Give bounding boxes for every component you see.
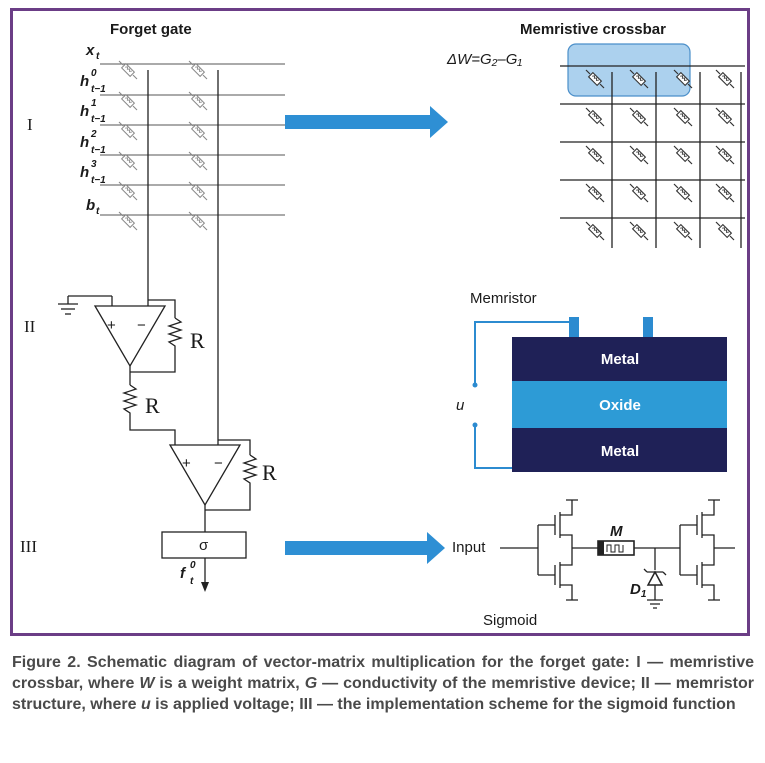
output-label-f: f 0 t	[180, 560, 196, 587]
resistor-label-1: R	[190, 328, 205, 353]
metal-bottom-label: Metal	[601, 443, 639, 460]
resistor-label-2: R	[145, 393, 160, 418]
arrow-to-crossbar	[285, 106, 448, 138]
svg-text:h: h	[80, 73, 89, 90]
sigma-label: σ	[199, 537, 209, 554]
svg-text:h: h	[80, 103, 89, 120]
caption-g: G	[304, 675, 318, 692]
caption-u: u	[140, 696, 151, 713]
oxide-layer	[512, 381, 727, 428]
input-label-h3: h 3 t−1	[80, 159, 106, 186]
metal-top-label: Metal	[601, 351, 639, 368]
svg-text:f: f	[180, 565, 187, 582]
svg-text:1: 1	[91, 98, 97, 109]
svg-text:+: +	[182, 455, 191, 472]
svg-text:−: −	[214, 455, 223, 472]
crossbar-title: Memristive crossbar	[520, 21, 666, 38]
svg-text:0: 0	[91, 68, 97, 79]
op-amp-1: + − R R	[58, 295, 205, 445]
svg-text:t−1: t−1	[91, 84, 106, 95]
arrow-to-sigmoid	[285, 532, 445, 564]
caption-w: W	[139, 675, 155, 692]
svg-text:t−1: t−1	[91, 145, 106, 156]
gate-column-wires	[147, 70, 219, 445]
svg-text:h: h	[80, 134, 89, 151]
forget-gate-title: Forget gate	[110, 21, 192, 38]
section-1-label: I	[27, 115, 33, 134]
svg-text:h: h	[80, 164, 89, 181]
schematic-diagram: Forget gate Memristive crossbar I II III…	[20, 21, 745, 629]
gate-memristors	[118, 60, 208, 231]
figure-frame	[10, 8, 750, 636]
oxide-label: Oxide	[599, 397, 641, 414]
input-label-h0: h 0 t−1	[80, 68, 106, 95]
svg-text:0: 0	[190, 560, 196, 571]
sigma-box	[161, 531, 247, 559]
svg-text:t: t	[190, 576, 194, 587]
input-labels: x t h 0 t−1 h 1 t−1 h 2 t−1 h 3 t−1 b t	[80, 42, 106, 217]
section-2-label: II	[24, 317, 36, 336]
op-amp-2: + − R	[168, 439, 277, 532]
input-label-h1: h 1 t−1	[80, 98, 106, 125]
section-3-label: III	[20, 537, 37, 556]
mem-m-label: M	[610, 523, 623, 540]
svg-text:x: x	[85, 42, 95, 59]
svg-text:b: b	[86, 197, 95, 214]
memristor-structure: u Metal Oxide Metal	[456, 317, 727, 472]
memristor-title: Memristor	[470, 290, 537, 307]
figure-caption: Figure 2. Schematic diagram of vector-ma…	[12, 654, 754, 713]
voltage-label: u	[456, 397, 465, 414]
svg-text:t−1: t−1	[91, 114, 106, 125]
metal-bottom-layer	[512, 428, 727, 472]
svg-text:−: −	[137, 317, 146, 334]
crossbar-rows	[560, 65, 745, 219]
svg-text:2: 2	[90, 129, 97, 140]
svg-text:+: +	[107, 317, 116, 334]
input-label-x: x t	[85, 42, 100, 62]
metal-top-layer	[512, 337, 727, 381]
diode-label: D1	[630, 581, 647, 600]
delta-w-label: ΔW=G₂–G₁	[446, 51, 522, 68]
crossbar-columns	[611, 72, 742, 248]
sigmoid-label: Sigmoid	[483, 612, 537, 629]
svg-text:t−1: t−1	[91, 175, 106, 186]
input-label-h2: h 2 t−1	[80, 129, 106, 156]
input-label-b: b t	[86, 197, 100, 217]
svg-text:3: 3	[91, 159, 97, 170]
crossbar: ΔW=G₂–G₁	[446, 43, 745, 248]
input-label: Input	[452, 539, 486, 556]
svg-text:t: t	[96, 206, 100, 217]
svg-text:t: t	[96, 51, 100, 62]
resistor-label-3: R	[262, 460, 277, 485]
sigmoid-circuit: M D1	[500, 499, 735, 609]
